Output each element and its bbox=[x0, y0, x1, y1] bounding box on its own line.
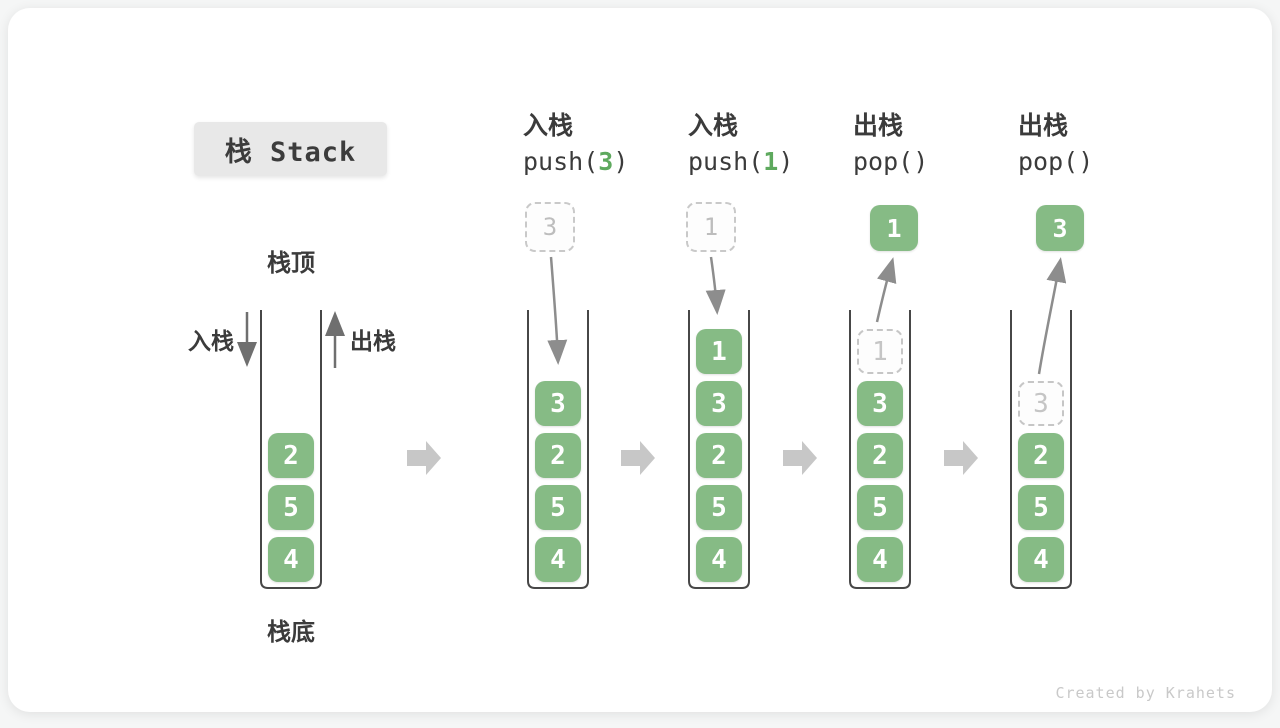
code-arg: 1 bbox=[763, 147, 779, 176]
step-name: 入栈 bbox=[688, 112, 739, 140]
stack-cell: 4 bbox=[857, 537, 903, 582]
stack-cell: 4 bbox=[535, 537, 581, 582]
stack-cell: 5 bbox=[535, 485, 581, 530]
pop-curve-arrow-icon bbox=[1037, 257, 1067, 375]
code-text: push( bbox=[523, 147, 599, 176]
step-arrow-icon bbox=[407, 441, 441, 475]
page-card: 栈 Stack 栈顶 栈底 入栈 出栈 入栈 push(3) 入栈 push(1… bbox=[8, 8, 1272, 712]
step-arrow-icon bbox=[783, 441, 817, 475]
code-text: pop( bbox=[853, 147, 914, 176]
step-name: 出栈 bbox=[1018, 112, 1069, 140]
stack-cell: 2 bbox=[696, 433, 742, 478]
stack-cell: 4 bbox=[268, 537, 314, 582]
stack-cell: 3 bbox=[696, 381, 742, 426]
step-code: pop() bbox=[853, 148, 928, 176]
code-text: ) bbox=[913, 147, 929, 176]
step-code: pop() bbox=[1018, 148, 1093, 176]
code-arg: 3 bbox=[598, 147, 614, 176]
step-name: 入栈 bbox=[523, 112, 574, 140]
popped-value-box: 3 bbox=[1036, 205, 1084, 251]
stack-cell: 1 bbox=[696, 329, 742, 374]
stack-cell: 2 bbox=[535, 433, 581, 478]
stack-cell: 5 bbox=[696, 485, 742, 530]
incoming-value-box: 3 bbox=[525, 202, 575, 252]
step-code: push(3) bbox=[523, 148, 628, 176]
watermark: Created by Krahets bbox=[1055, 684, 1236, 702]
label-push: 入栈 bbox=[188, 328, 234, 354]
stack-cell: 5 bbox=[1018, 485, 1064, 530]
code-text: ) bbox=[778, 147, 794, 176]
push-curve-arrow-icon bbox=[547, 256, 568, 365]
stack-cell: 4 bbox=[696, 537, 742, 582]
stack-cell: 4 bbox=[1018, 537, 1064, 582]
incoming-value-box: 1 bbox=[686, 202, 736, 252]
stack-cell: 2 bbox=[268, 433, 314, 478]
stack-cell: 5 bbox=[268, 485, 314, 530]
pop-curve-arrow-icon bbox=[875, 257, 897, 323]
code-text: ) bbox=[1078, 147, 1094, 176]
label-stack-top: 栈顶 bbox=[267, 250, 315, 277]
ghost-cell: 1 bbox=[857, 329, 903, 374]
label-pop: 出栈 bbox=[350, 328, 396, 354]
title-badge: 栈 Stack bbox=[194, 122, 387, 176]
step-arrow-icon bbox=[621, 441, 655, 475]
stack-cell: 2 bbox=[857, 433, 903, 478]
code-text: push( bbox=[688, 147, 764, 176]
stack-cell: 5 bbox=[857, 485, 903, 530]
step-header: 出栈 pop() bbox=[853, 111, 928, 176]
step-header: 出栈 pop() bbox=[1018, 111, 1093, 176]
stack-cell: 3 bbox=[535, 381, 581, 426]
step-code: push(1) bbox=[688, 148, 793, 176]
label-stack-bottom: 栈底 bbox=[267, 619, 315, 646]
code-text: ) bbox=[613, 147, 629, 176]
step-header: 入栈 push(3) bbox=[523, 111, 628, 176]
stack-cell: 2 bbox=[1018, 433, 1064, 478]
step-header: 入栈 push(1) bbox=[688, 111, 793, 176]
ghost-cell: 3 bbox=[1018, 381, 1064, 426]
push-curve-arrow-icon bbox=[705, 256, 726, 315]
stack-cell: 3 bbox=[857, 381, 903, 426]
popped-value-box: 1 bbox=[870, 205, 918, 251]
step-name: 出栈 bbox=[853, 112, 904, 140]
code-text: pop( bbox=[1018, 147, 1079, 176]
step-arrow-icon bbox=[944, 441, 978, 475]
